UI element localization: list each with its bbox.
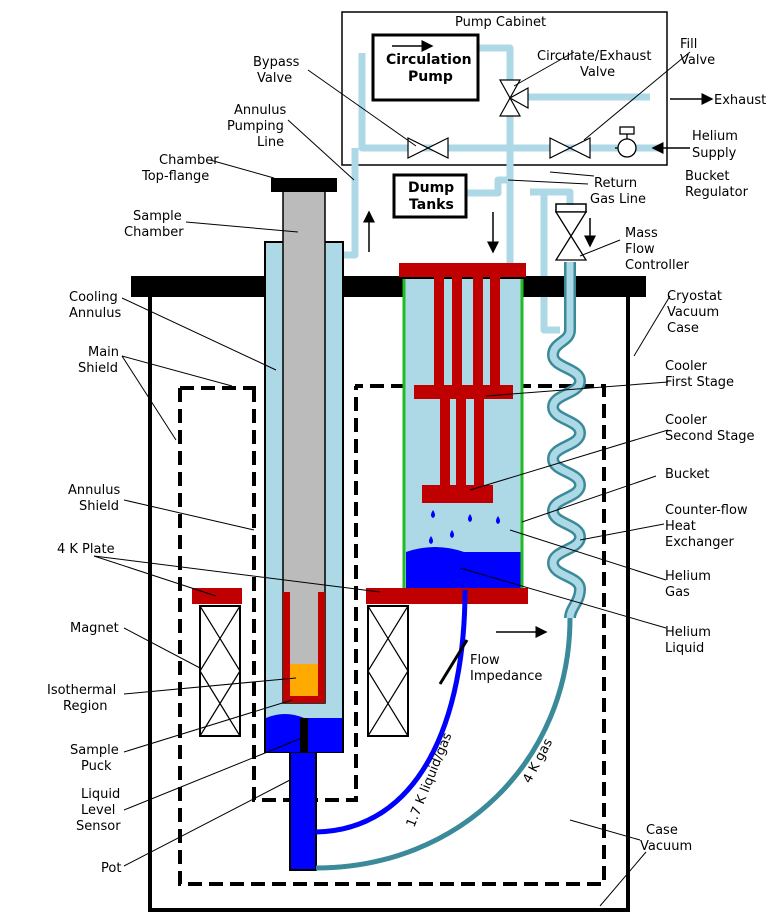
liquid-gas-line-label: 1.7 K liquid/gas bbox=[404, 731, 456, 830]
helium-gas-label-1: Helium bbox=[665, 569, 711, 584]
vacuum-case-wall bbox=[148, 297, 630, 912]
isothermal-label-2: Region bbox=[63, 699, 108, 714]
fill-valve-label-2: Valve bbox=[680, 53, 715, 68]
isothermal-label-1: Isothermal bbox=[47, 683, 116, 698]
mfc-label-1: Mass bbox=[625, 226, 658, 241]
helium-liquid-label-2: Liquid bbox=[665, 641, 704, 656]
bypass-valve-label-1: Bypass bbox=[253, 55, 300, 70]
sample-puck-label-1: Sample bbox=[70, 743, 119, 758]
sample-puck-label-2: Puck bbox=[81, 759, 112, 774]
magnet-right bbox=[367, 605, 409, 737]
helium-supply-label-1: Helium bbox=[692, 129, 738, 144]
magnet-left bbox=[199, 605, 241, 737]
circulate-exhaust-valve-icon bbox=[498, 79, 529, 117]
flow-impedance-label-2: Impedance bbox=[470, 669, 542, 684]
annulus-pumping-label-2: Pumping bbox=[227, 119, 284, 134]
annulus-pumping-label-1: Annulus bbox=[234, 103, 286, 118]
circulate-exhaust-label-2: Valve bbox=[580, 65, 615, 80]
bypass-valve-icon bbox=[407, 137, 449, 159]
pot bbox=[289, 751, 317, 871]
return-gas-label-1: Return bbox=[594, 176, 637, 191]
return-gas-label-2: Gas Line bbox=[590, 192, 646, 207]
mfc-label-2: Flow bbox=[625, 242, 655, 257]
dump-tanks-box bbox=[392, 173, 468, 219]
annulus-pumping-label-3: Line bbox=[257, 135, 284, 150]
labels: Bypass Valve Circulate/Exhaust Valve Fil… bbox=[47, 37, 766, 876]
annulus-shield-label-2: Shield bbox=[79, 499, 119, 514]
dump-tanks-label-1: Dump bbox=[408, 180, 454, 196]
bucket-label: Bucket bbox=[665, 467, 709, 482]
bucket-regulator-label-1: Bucket bbox=[685, 169, 729, 184]
level-sensor-label-1: Liquid bbox=[81, 787, 120, 802]
four-k-gas-line bbox=[315, 617, 573, 871]
level-sensor-label-3: Sensor bbox=[76, 819, 121, 834]
helium-gas-label-2: Gas bbox=[665, 585, 690, 600]
sample-chamber-label-1: Sample bbox=[133, 209, 182, 224]
pot-label: Pot bbox=[101, 861, 121, 876]
bucket-liquid bbox=[406, 552, 522, 590]
exhaust-label: Exhaust bbox=[714, 93, 766, 108]
second-stage-label-1: Cooler bbox=[665, 413, 708, 428]
four-k-plate-label: 4 K Plate bbox=[57, 542, 115, 557]
fill-valve-label-1: Fill bbox=[680, 37, 697, 52]
second-stage-label-2: Second Stage bbox=[665, 429, 755, 444]
pump-cabinet-box bbox=[341, 11, 668, 166]
vacuum-case-label-1: Cryostat bbox=[667, 289, 722, 304]
pump-cabinet-label: Pump Cabinet bbox=[455, 15, 546, 30]
bucket-regulator-label-2: Regulator bbox=[685, 185, 749, 200]
liquid-level-sensor bbox=[300, 718, 308, 752]
leader-lines bbox=[93, 51, 691, 907]
circulation-pump-label-1: Circulation bbox=[386, 52, 472, 68]
level-sensor-label-2: Level bbox=[81, 803, 115, 818]
first-stage-label-2: First Stage bbox=[665, 375, 734, 390]
helium-supply-label-2: Supply bbox=[692, 146, 737, 161]
mfc-label-3: Controller bbox=[625, 258, 690, 273]
top-flange-label-1: Chamber bbox=[159, 153, 219, 168]
hx-label-3: Exchanger bbox=[665, 535, 735, 550]
first-stage-label-1: Cooler bbox=[665, 359, 708, 374]
top-flange-label-2: Top-flange bbox=[141, 169, 209, 184]
vacuum-case-label-2: Vacuum bbox=[667, 305, 719, 320]
mass-flow-controller-icon bbox=[554, 203, 588, 261]
hx-label-1: Counter-flow bbox=[665, 503, 748, 518]
cooling-annulus-label-1: Cooling bbox=[69, 290, 118, 305]
bucket-regulator-icon bbox=[615, 126, 637, 158]
circulate-exhaust-label-1: Circulate/Exhaust bbox=[537, 49, 651, 64]
isothermal-region bbox=[290, 664, 318, 696]
cooling-annulus-label-2: Annulus bbox=[69, 306, 121, 321]
vacuum-case-label-3: Case bbox=[667, 321, 699, 336]
cooler bbox=[399, 263, 526, 503]
helium-droplets bbox=[429, 510, 500, 544]
dump-tanks-label-2: Tanks bbox=[409, 197, 454, 213]
helium-liquid-label-1: Helium bbox=[665, 625, 711, 640]
fill-valve-icon bbox=[549, 137, 591, 159]
bypass-valve-label-2: Valve bbox=[257, 71, 292, 86]
hx-label-2: Heat bbox=[665, 519, 696, 534]
magnet-label: Magnet bbox=[70, 621, 119, 636]
main-shield-label-1: Main bbox=[88, 345, 119, 360]
chamber-top-flange bbox=[271, 178, 337, 192]
sample-chamber-label-2: Chamber bbox=[124, 225, 184, 240]
case-vacuum-label-1: Case bbox=[646, 823, 678, 838]
flow-impedance-label-1: Flow bbox=[470, 653, 500, 668]
annulus-shield-label-1: Annulus bbox=[68, 483, 120, 498]
main-shield-label-2: Shield bbox=[78, 361, 118, 376]
liquid-gas-line bbox=[315, 589, 468, 835]
case-vacuum-label-2: Vacuum bbox=[640, 839, 692, 854]
four-k-plate-right bbox=[366, 588, 528, 604]
sample-puck-holder bbox=[283, 592, 325, 703]
circulation-pump-label-2: Pump bbox=[408, 69, 453, 85]
flow-impedance-icon bbox=[438, 639, 469, 685]
